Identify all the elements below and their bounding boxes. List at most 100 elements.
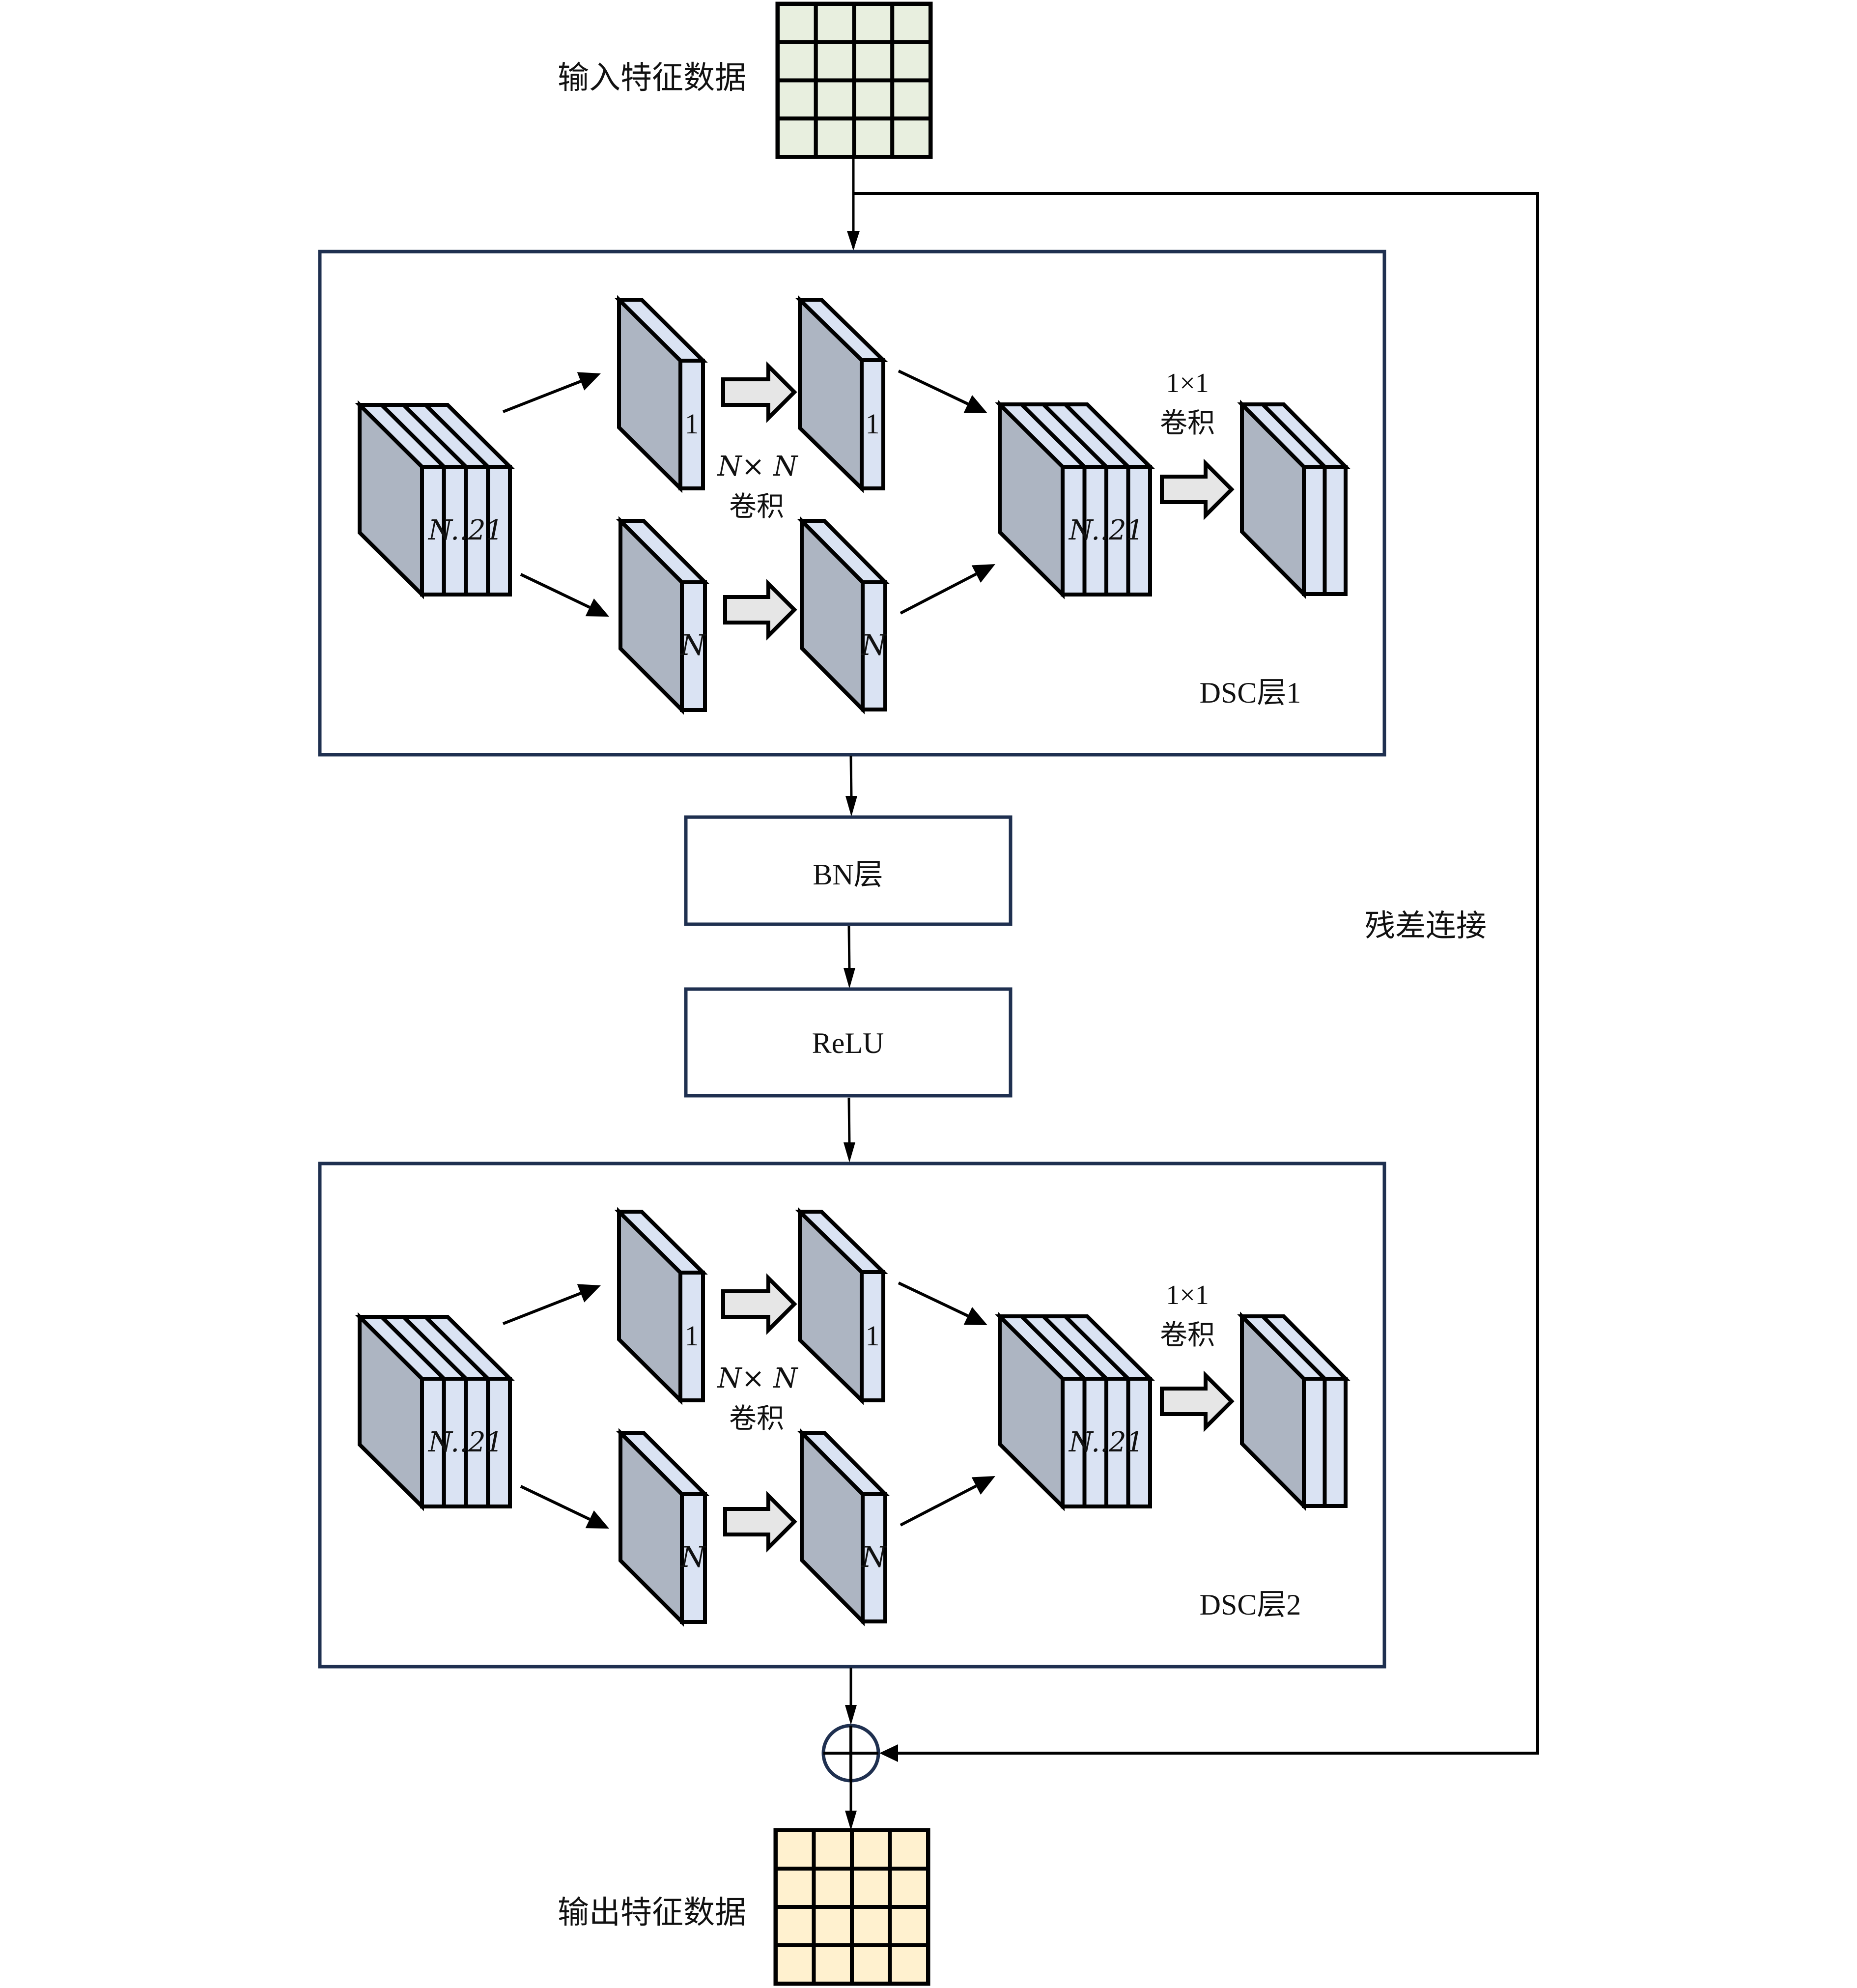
- arrowhead-icon: [845, 1811, 857, 1830]
- output-feature-label: 输出特征数据: [558, 1895, 746, 1931]
- output-grid-cell: [774, 1943, 816, 1986]
- output-grid-cell: [850, 1867, 892, 1909]
- channel-slab-1-out: [795, 295, 888, 493]
- merge-arrow-top-head-icon: [963, 395, 987, 413]
- residual-connection-line: [853, 192, 1539, 1755]
- output-grid-cell: [812, 1867, 854, 1909]
- channel-slab-n-in-front-slice: [680, 580, 707, 712]
- merged-channel-cube-front-slice: [1104, 465, 1130, 596]
- split-arrow-top-line: [502, 1292, 582, 1325]
- channel-slab-n-label: N: [680, 628, 707, 662]
- channel-slab-n-in-front-slice: [680, 1492, 707, 1624]
- input-channel-cube-front-slice: [486, 465, 512, 596]
- channel-slab-n-out: [797, 516, 890, 714]
- arrowhead-icon: [845, 796, 857, 817]
- channel-slab-1-in: [614, 295, 708, 493]
- input-grid-cell: [776, 40, 818, 83]
- output-grid-cell: [774, 1867, 816, 1909]
- input-channel-cube-front-slice: [486, 1377, 512, 1508]
- output-grid-cell: [888, 1943, 930, 1986]
- channel-slab-1-out-front-slice: [860, 358, 885, 490]
- input-grid-cell: [852, 40, 895, 83]
- merge-arrow-top-line: [898, 1281, 969, 1317]
- merge-arrow-bottom-head-icon: [971, 564, 995, 583]
- input-grid-cell: [890, 40, 932, 83]
- input-channel-cube: [355, 400, 515, 599]
- merge-arrow-bottom-line: [900, 1484, 977, 1527]
- input-grid-cell: [776, 116, 818, 159]
- channel-slab-n-label: N: [680, 1540, 707, 1574]
- split-arrow-bottom-line: [520, 1485, 591, 1521]
- output-channel-cube-front-slice: [1322, 1377, 1348, 1508]
- merge-arrow-top-line: [898, 369, 969, 405]
- pointwise-conv-label: 1×1: [1166, 368, 1209, 398]
- channel-slab-n-in: [616, 516, 710, 715]
- relu-layer-box: [684, 987, 1013, 1098]
- pointwise-conv-label-cn: 卷积: [1160, 407, 1215, 439]
- input-channel-label: N..21: [427, 1426, 503, 1458]
- input-grid-cell: [890, 116, 932, 159]
- output-grid-cell: [774, 1828, 816, 1871]
- channel-slab-n-in: [616, 1428, 710, 1627]
- nxn-conv-arrow-bottom: [723, 1491, 797, 1553]
- output-grid-cell: [812, 1828, 854, 1871]
- nxn-conv-label-cn: 卷积: [729, 1403, 784, 1435]
- output-channel-cube: [1237, 399, 1351, 599]
- channel-slab-1-in: [614, 1207, 708, 1405]
- channel-slab-n-out: [797, 1428, 890, 1626]
- input-feature-label: 输入特征数据: [558, 60, 746, 96]
- output-grid-cell: [888, 1867, 930, 1909]
- input-grid-cell: [852, 2, 895, 44]
- channel-slab-1-out-label: 1: [866, 1320, 880, 1352]
- pointwise-conv-label: 1×1: [1166, 1280, 1209, 1310]
- merged-channel-cube-front-slice: [1126, 1377, 1152, 1508]
- input-channel-cube: [355, 1312, 515, 1511]
- input-grid-cell: [814, 2, 856, 44]
- split-arrow-bottom-line: [520, 573, 591, 609]
- nxn-conv-label: N× N: [717, 1363, 799, 1394]
- merged-channel-cube-front-slice: [1104, 1377, 1130, 1508]
- merge-arrow-top-head-icon: [963, 1307, 987, 1325]
- merge-arrow-bottom-line: [900, 572, 977, 615]
- input-channel-label: N..21: [427, 514, 503, 546]
- bn-layer-box: [684, 815, 1013, 926]
- dsc-layer-title: DSC层2: [1200, 1589, 1301, 1621]
- output-channel-cube-front-slice: [1302, 465, 1327, 596]
- output-grid-cell: [812, 1905, 854, 1947]
- split-arrow-bottom-head-icon: [585, 1510, 609, 1529]
- output-grid-cell: [888, 1905, 930, 1947]
- relu-layer-label: ReLU: [812, 1027, 884, 1059]
- arrowhead-icon: [845, 1705, 857, 1725]
- nxn-conv-arrow-top: [721, 1273, 797, 1335]
- merged-channel-cube-front-slice: [1126, 465, 1152, 596]
- channel-slab-n-out-front-slice: [861, 1492, 887, 1623]
- arrowhead-icon: [844, 968, 855, 989]
- pointwise-conv-arrow: [1160, 1370, 1235, 1432]
- split-arrow-top-head-icon: [577, 372, 601, 391]
- dsc-layer-title: DSC层1: [1200, 677, 1301, 709]
- output-channel-cube-front-slice: [1302, 1377, 1327, 1508]
- output-grid-cell: [850, 1943, 892, 1986]
- pointwise-conv-label-cn: 卷积: [1160, 1319, 1215, 1351]
- channel-slab-n-out-label: N: [861, 1540, 888, 1574]
- channel-slab-n-out-label: N: [861, 628, 888, 662]
- input-grid-cell: [890, 78, 932, 121]
- input-feature-grid: [775, 1, 933, 159]
- input-grid-cell: [890, 2, 932, 44]
- split-arrow-top-head-icon: [577, 1284, 601, 1303]
- channel-slab-n-out-front-slice: [861, 580, 887, 711]
- output-grid-cell: [888, 1828, 930, 1871]
- arrowhead-icon: [847, 231, 860, 251]
- merged-channel-label: N..21: [1068, 514, 1144, 546]
- bn-layer-label: BN层: [813, 858, 883, 891]
- residual-connection-label: 残差连接: [1365, 908, 1487, 943]
- input-grid-cell: [776, 78, 818, 121]
- residual-arrowhead-icon: [879, 1744, 898, 1762]
- input-grid-cell: [852, 116, 895, 159]
- nxn-conv-arrow-top: [721, 361, 797, 423]
- split-arrow-bottom-head-icon: [585, 598, 609, 617]
